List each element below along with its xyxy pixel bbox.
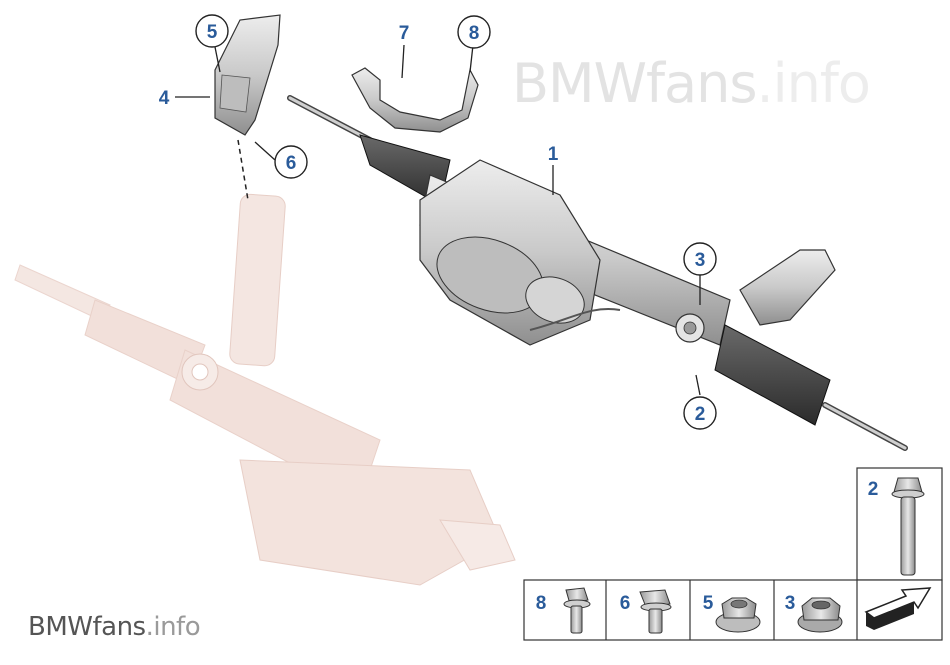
hardware-box-3[interactable]: 3 — [785, 593, 843, 633]
svg-text:4: 4 — [159, 88, 170, 109]
hardware-box-arrow — [864, 587, 932, 630]
callout-1[interactable]: 1 — [548, 144, 559, 165]
svg-text:8: 8 — [469, 23, 480, 44]
svg-text:8: 8 — [536, 593, 547, 614]
callout-5[interactable]: 5 — [195, 14, 229, 48]
callout-6[interactable]: 6 — [274, 145, 308, 179]
lock-nut-icon — [797, 597, 843, 633]
svg-text:5: 5 — [207, 22, 218, 43]
hardware-box-8[interactable]: 8 — [536, 587, 591, 634]
callout-3[interactable]: 3 — [683, 242, 717, 276]
ghost-steering-rack — [14, 193, 516, 586]
callout-2[interactable]: 2 — [683, 396, 717, 430]
svg-text:5: 5 — [703, 593, 714, 614]
callout-7[interactable]: 7 — [399, 23, 410, 44]
part-steering-rack — [287, 95, 908, 451]
svg-text:3: 3 — [695, 250, 706, 271]
svg-text:7: 7 — [399, 23, 410, 44]
direction-arrow-icon — [864, 587, 932, 630]
watermark-bottom: BMWfans.info — [28, 612, 201, 642]
svg-text:3: 3 — [785, 593, 796, 614]
hex-bolt-icon — [639, 589, 672, 634]
svg-text:2: 2 — [868, 479, 879, 500]
flange-nut-icon — [715, 597, 761, 633]
hardware-box-2[interactable]: 2 — [856, 467, 943, 581]
hardware-box-6[interactable]: 6 — [620, 589, 672, 634]
long-bolt-icon — [891, 477, 925, 576]
part-shaft-sleeve — [214, 14, 281, 201]
short-bolt-icon — [563, 587, 591, 634]
hardware-box-5[interactable]: 5 — [703, 593, 761, 633]
svg-text:6: 6 — [620, 593, 631, 614]
svg-text:6: 6 — [286, 153, 297, 174]
leader-lines — [175, 44, 701, 396]
svg-text:2: 2 — [695, 404, 706, 425]
watermark-top: BMWfans.info — [512, 52, 871, 115]
svg-text:1: 1 — [548, 144, 559, 165]
callout-4[interactable]: 4 — [159, 88, 170, 109]
part-heat-shield — [351, 67, 479, 133]
callout-8[interactable]: 8 — [457, 15, 491, 49]
